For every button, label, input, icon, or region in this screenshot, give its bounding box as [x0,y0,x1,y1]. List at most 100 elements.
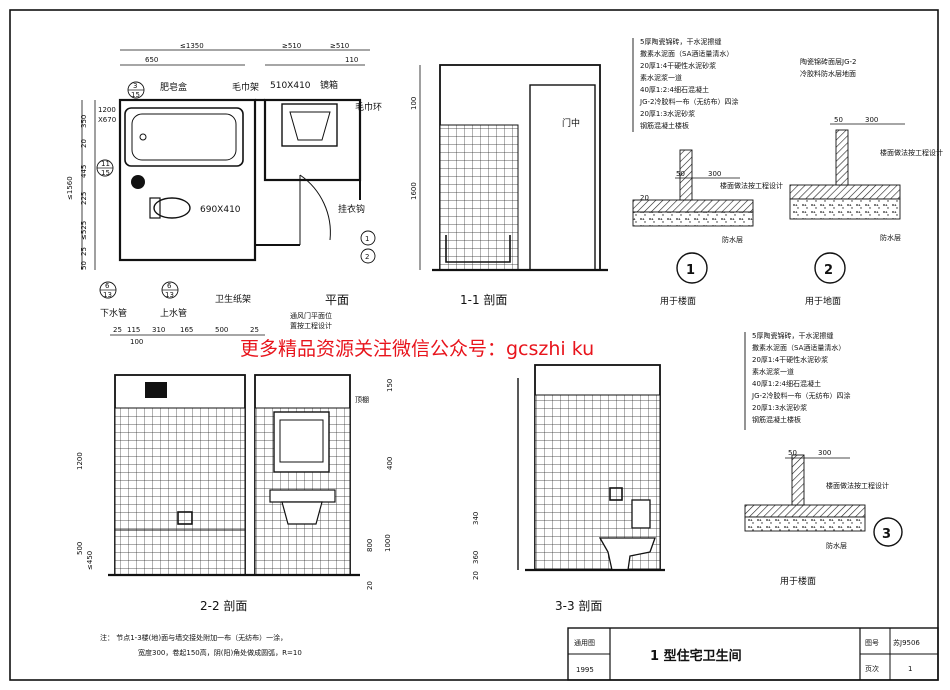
d3-waterproof: 防水层 [826,541,847,550]
note-line-1: 注： 节点1-3楼(地)面与墙交接处附加一布（无纺布）一涂， [100,633,287,642]
tb-atlas-no: 苏J9506 [893,638,920,647]
plan-dim-left-1: 20 [80,139,88,148]
plan-dim-bottom-1: 115 [127,326,140,334]
plan-dim-top-4: 110 [345,56,358,64]
d2-note: 楼面做法按工程设计 [880,148,943,157]
d3-layer-7: 钢筋混凝土楼板 [752,415,801,424]
plan-view: 650 ≤1350 ≥510 ≥510 110 1200 X670 690X41… [66,42,382,346]
d2-dim-0: 50 [834,116,843,124]
sheet-border [9,9,939,681]
marker-3a: 3 [133,82,137,90]
section-1-1: 门中 100 1600 1-1 剖面 [410,64,608,307]
soap-box-label: 肥皂盒 [160,81,187,93]
bathtub [124,107,244,167]
d1-layer-0: 5厚陶瓷锦砖，干水泥擦缝 [640,37,721,46]
sec1-dim-0: 100 [410,97,418,110]
sec2-dim-7: 20 [366,581,374,590]
marker-11: 11 [101,160,110,168]
detail-1: 5厚陶瓷锦砖，干水泥擦缝 撒素水泥面（SA酒适量清水） 20厚1:4干硬性水泥砂… [632,37,783,307]
d3-dim-1: 300 [818,449,831,457]
plan-dim-bottom-2: 310 [152,326,165,334]
d3-caption: 用于楼面 [780,575,816,587]
d1-note: 楼面做法按工程设计 [720,181,783,190]
d3-note: 楼面做法按工程设计 [826,481,889,490]
d2-header-1: 冷胶料防水层地面 [800,69,856,78]
plan-markers: 3 15 11 15 6 13 6 13 1 2 [96,81,376,299]
paper-holder-label: 卫生纸架 [215,293,251,305]
d1-dim-2: 20 [640,194,649,202]
d2-caption: 用于地面 [805,295,841,307]
tb-page-no: 1 [908,665,912,673]
d2-header-0: 陶瓷锦砖面层JG-2 [800,57,856,66]
vent-grille [145,382,167,398]
door [529,84,596,271]
sec2-dim-3: 150 [386,379,394,392]
section-2-title: 2-2 剖面 [200,599,247,613]
wc-size: 690X410 [200,205,241,215]
basin [281,103,338,147]
plan-dim-bottom-3: 165 [180,326,193,334]
d3-number: 3 [882,527,891,542]
plan-room-wc [118,98,257,262]
plan-dim-left-0: 350 [80,115,88,128]
marker-13a: 13 [103,291,112,299]
sec1-dim-1: 1600 [410,182,418,200]
detail-1-layers: 5厚陶瓷锦砖，干水泥擦缝 撒素水泥面（SA酒适量清水） 20厚1:4干硬性水泥砂… [639,37,738,130]
d3-layer-4: 40厚1:2:4细石混凝土 [752,379,821,388]
basin-size: 510X410 [270,81,311,91]
d1-layer-3: 素水泥浆一道 [640,73,682,82]
plan-dim-top-0: 650 [145,56,158,64]
d2-waterproof: 防水层 [880,233,901,242]
tub-size-1: 1200 [98,106,116,114]
sec2-ceiling-label: 顶棚 [355,395,369,404]
vent-note-2: 置按工程设计 [290,321,332,330]
plan-title: 平面 [325,293,349,307]
section-1-title: 1-1 剖面 [460,293,507,307]
plan-dim-bottom-6: 100 [130,338,143,346]
d3-dim-0: 50 [788,449,797,457]
title-block: 通用图 1995 1 型住宅卫生间 图号 苏J9506 页次 1 [567,627,939,681]
wc-elevation [598,537,656,571]
marker-15b: 15 [101,169,110,177]
d1-number: 1 [686,263,695,278]
d3-layer-1: 撒素水泥面（SA酒适量清水） [752,343,845,352]
marker-6a: 6 [105,282,110,290]
plan-dim-bottom-4: 500 [215,326,228,334]
d3-layer-2: 20厚1:4干硬性水泥砂浆 [752,355,828,364]
detail-3: 5厚陶瓷锦砖，干水泥擦缝 撒素水泥面（SA酒适量清水） 20厚1:4干硬性水泥砂… [744,331,903,587]
sec2-dim-4: 400 [386,457,394,470]
plan-dim-left-5: 25 [80,247,88,256]
drain-pipe-label: 下水管 [100,307,127,319]
watermark-text: 更多精品资源关注微信公众号：gcszhi ku [240,338,594,360]
d2-dim-1: 300 [865,116,878,124]
coat-hook-label: 挂衣钩 [338,203,365,215]
marker-15a: 15 [131,91,140,99]
tb-atlas-label: 图号 [865,639,879,647]
sec2-dim-2: ≤450 [86,551,94,570]
d1-caption: 用于楼面 [660,295,696,307]
sec2-dim-1: 500 [76,542,84,555]
marker-2: 2 [365,253,369,261]
section-3-title: 3-3 剖面 [555,599,602,613]
sec3-dim-2: 20 [472,571,480,580]
sec2-dim-0: 1200 [76,452,84,470]
plan-dim-bottom-0: 25 [113,326,122,334]
sec2-dim-5: 800 [366,539,374,552]
d1-layer-1: 撒素水泥面（SA酒适量清水） [640,49,733,58]
floor-drain-icon [131,175,145,189]
plan-dim-top-1: ≤1350 [180,42,204,50]
mirror-cabinet [273,411,330,473]
tb-page-label: 页次 [865,664,879,673]
marker-6b: 6 [167,282,172,290]
towel-rack-label: 毛巾架 [232,81,259,93]
plan-dim-top-3: ≥510 [330,42,349,50]
plan-dim-left-7: ≤1560 [66,176,74,200]
tb-applicable-label: 通用图 [574,638,595,647]
supply-pipe-label: 上水管 [160,307,187,319]
towel-ring-label: 毛巾环 [355,101,382,113]
d1-layer-7: 钢筋混凝土楼板 [640,121,689,130]
door-center-label: 门中 [562,117,580,129]
detail-2: 陶瓷锦砖面层JG-2 冷胶料防水层地面 50 300 楼面做法按工程设计 防水层… [789,57,943,307]
section-3-3: 340 360 20 3-3 剖面 [472,364,665,613]
d3-layer-5: JG-2冷胶料一布（无纺布）四涂 [751,391,850,400]
